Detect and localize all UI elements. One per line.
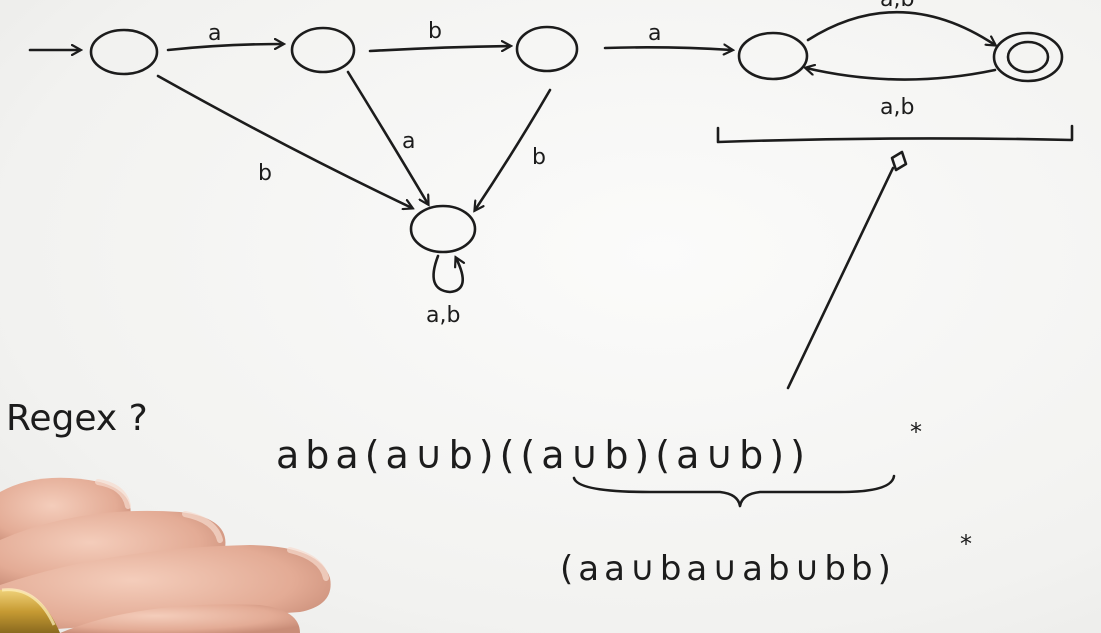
bracket-pointer-mark: [890, 150, 908, 172]
edge-label-q0-q1: a: [208, 21, 221, 46]
edge-q3-q4: [806, 10, 995, 45]
ring: [0, 589, 60, 633]
state-trap: [409, 204, 477, 254]
edge-label-q2-q3: a: [648, 21, 661, 46]
edge-label-trap-loop: a,b: [426, 303, 460, 328]
edge-trap-loop: [432, 254, 463, 294]
edge-label-q3-q4: a,b: [880, 0, 914, 12]
edge-q2-q3: [603, 47, 732, 50]
state-q2: [515, 25, 579, 73]
edge-q2-trap: [475, 88, 552, 210]
edge-q0-trap: [156, 74, 412, 208]
state-q0: [89, 28, 159, 76]
bracket: [716, 124, 1074, 144]
hand-photo: [0, 477, 331, 633]
state-q3: [737, 31, 809, 81]
edge-label-q1-q2: b: [428, 19, 442, 44]
regex-question: Regex ?: [6, 398, 148, 439]
edge-q1-trap: [346, 70, 428, 204]
edge-label-q4-q3: a,b: [880, 95, 914, 120]
underbrace: [572, 474, 896, 508]
edge-q0-q1: [166, 44, 283, 52]
regex-main: aba(a∪b)((a∪b)(a∪b)): [276, 433, 811, 477]
regex-alt-star: *: [960, 530, 972, 558]
edge-label-q2-trap: b: [532, 145, 546, 170]
state-q4-accepting: [992, 31, 1064, 83]
edge-label-q1-trap: a: [402, 129, 415, 154]
edge-q4-q3: [806, 68, 997, 81]
edge-label-q0-trap: b: [258, 161, 272, 186]
pointer-line: [786, 166, 895, 390]
edge-q1-q2: [368, 46, 510, 53]
state-q1: [290, 26, 356, 74]
regex-alt: (aa∪ba∪ab∪bb): [560, 549, 896, 589]
regex-main-star: *: [910, 418, 922, 446]
